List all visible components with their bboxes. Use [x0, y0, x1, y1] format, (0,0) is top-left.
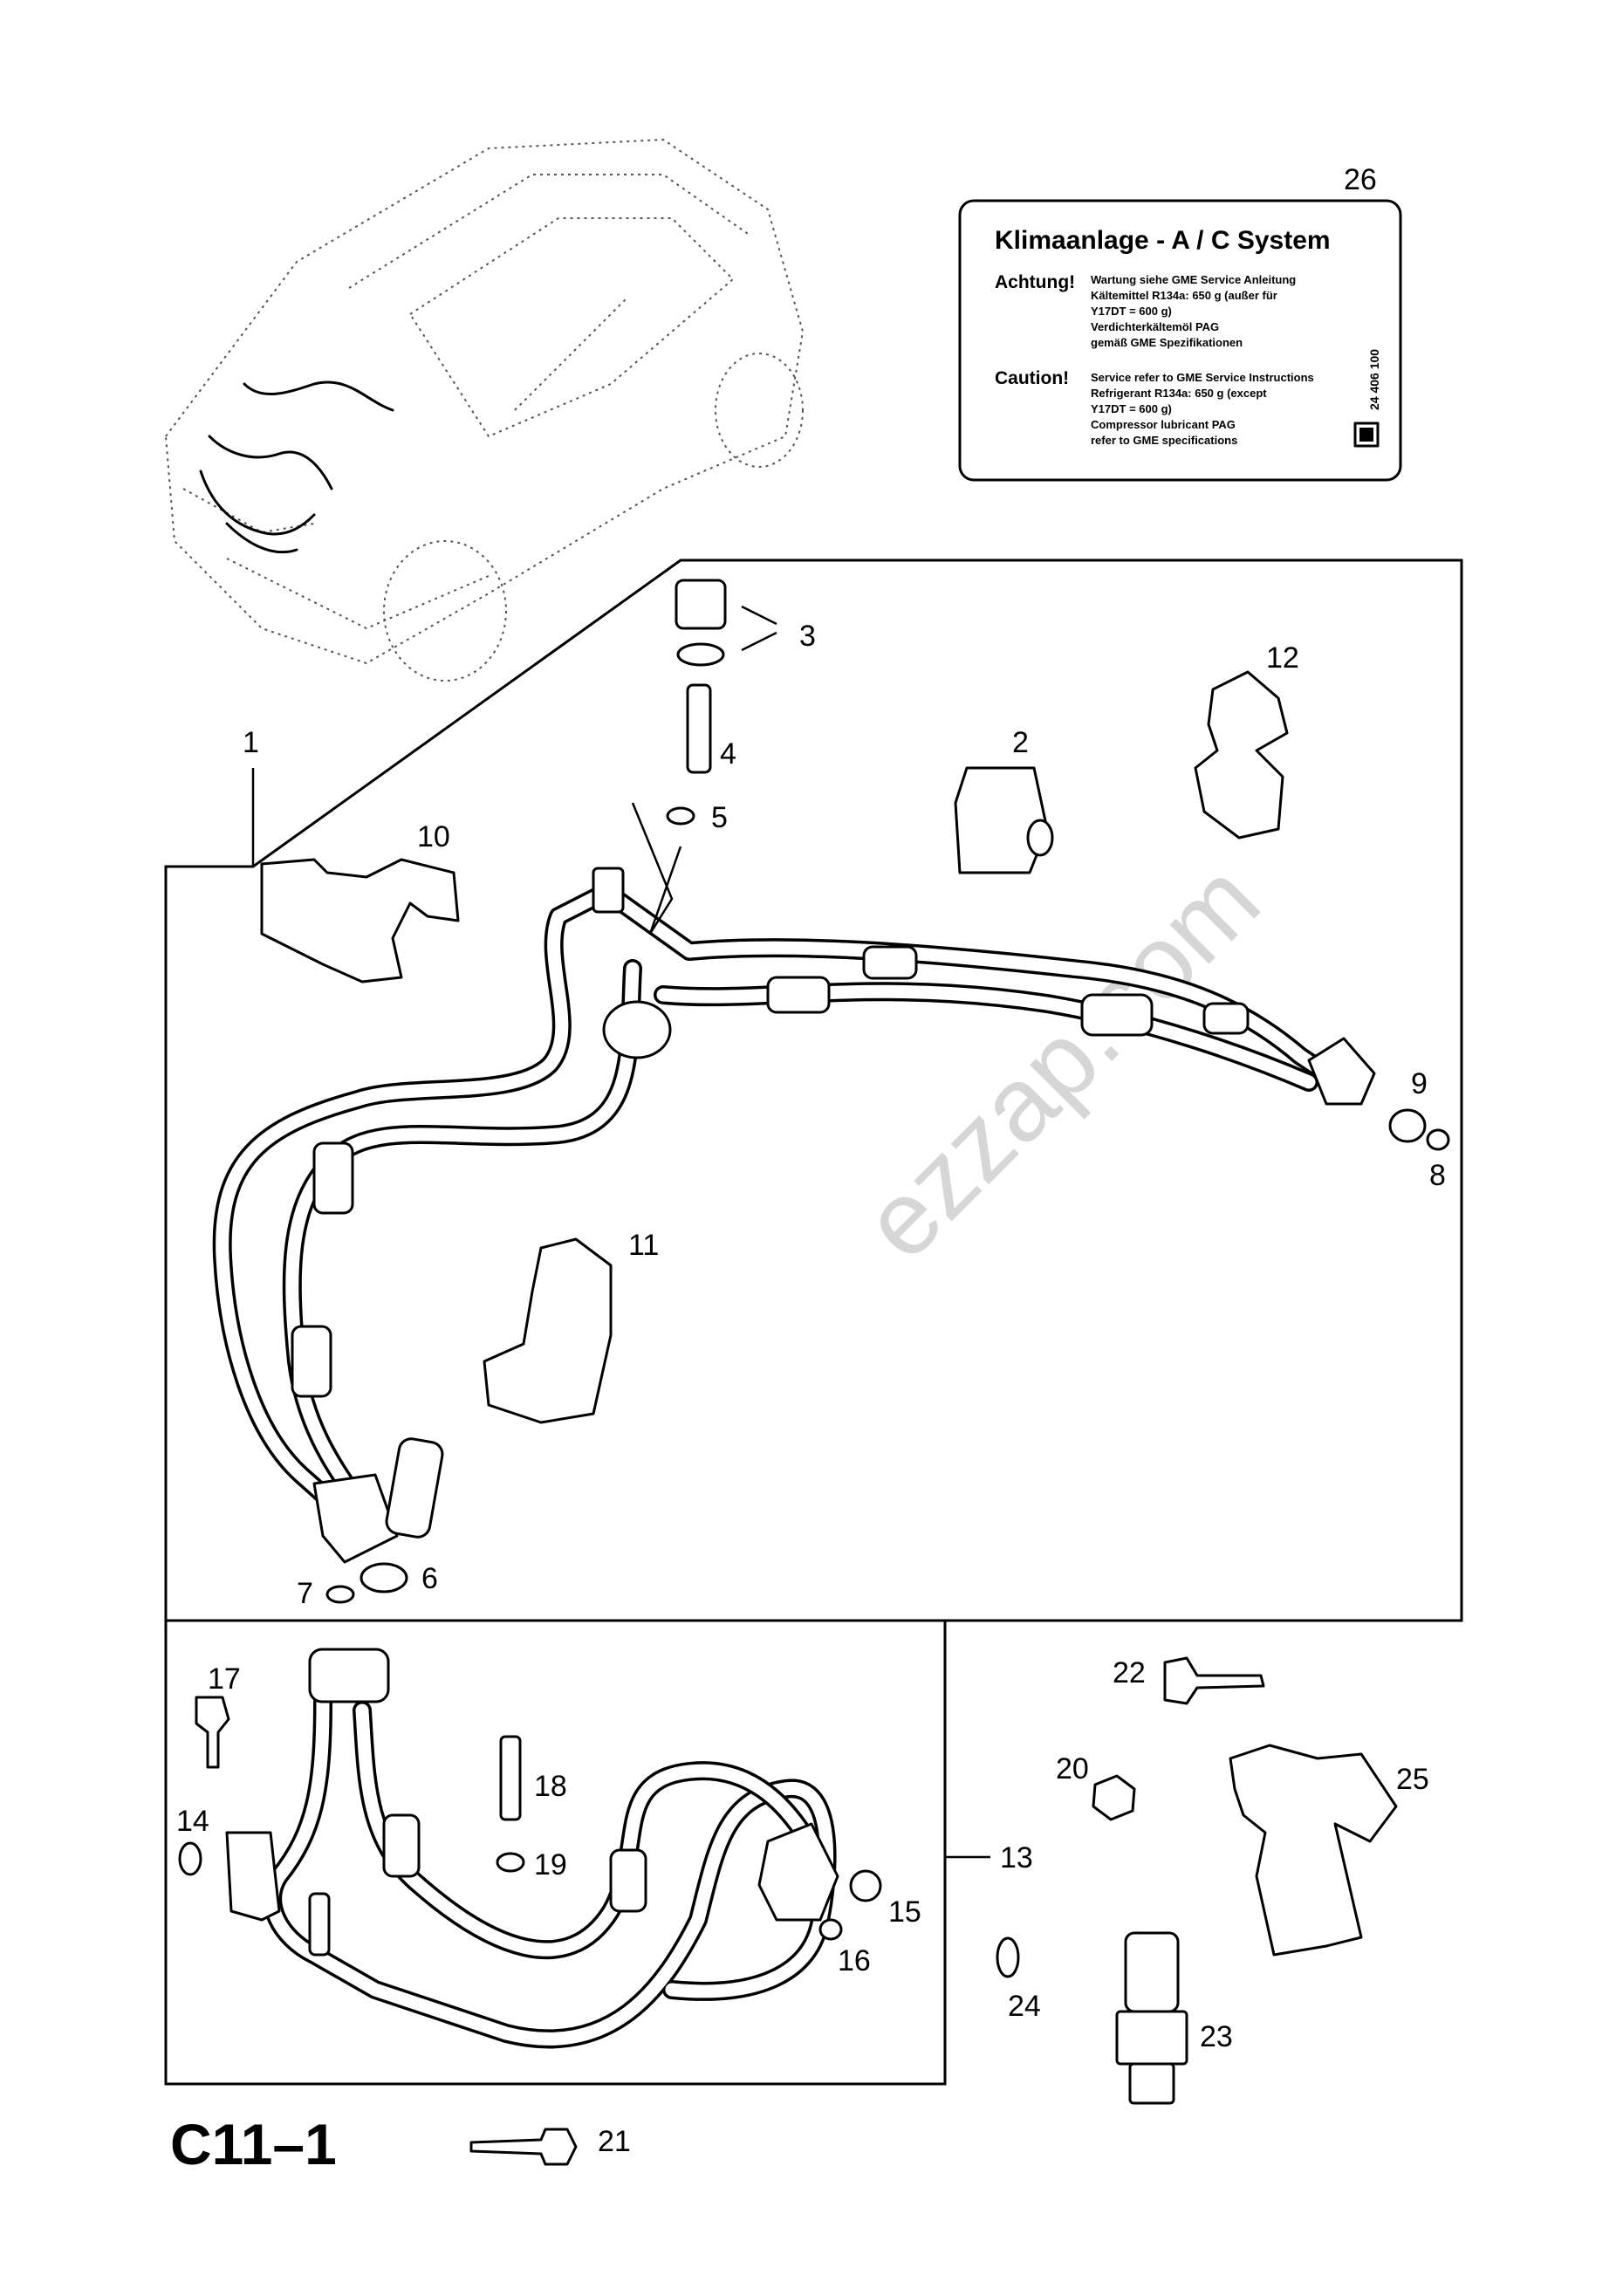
- hose-13-right-block: [757, 1822, 839, 1922]
- callout-20: 20: [1056, 1752, 1089, 1785]
- part-12-clip: [1194, 670, 1289, 840]
- watermark: ezzap.com: [841, 840, 1282, 1281]
- part-20-nut: [1092, 1774, 1136, 1821]
- label-card-logo-mark: [1359, 428, 1373, 442]
- part-18-valve-core: [499, 1735, 522, 1821]
- callout-10: 10: [417, 820, 450, 853]
- part-24-o-ring: [996, 1936, 1020, 1978]
- part-7-seal: [325, 1585, 355, 1604]
- callout-24: 24: [1008, 1990, 1041, 2023]
- part-14-o-ring: [178, 1841, 202, 1876]
- part-9-seal: [1388, 1108, 1427, 1143]
- part-23-pressure-switch: [1115, 1931, 1188, 2105]
- part-8-seal: [1426, 1128, 1450, 1151]
- label-card-border: [958, 199, 1402, 482]
- part-15-seal: [849, 1869, 882, 1902]
- callout-15: 15: [888, 1895, 921, 1929]
- label-card-line: gemäß GME Spezifikationen: [1091, 336, 1243, 349]
- part-11-clip: [483, 1237, 613, 1424]
- part-21-bolt: [469, 2128, 578, 2166]
- part-2-bracket: [954, 766, 1049, 874]
- label-card-line: refer to GME specifications: [1091, 434, 1237, 447]
- label-card-heading-english: Caution!: [995, 368, 1069, 388]
- hose-end-block-left: [312, 1473, 399, 1564]
- label-card-part-code: 24 406 100: [1367, 349, 1381, 410]
- ac-hose-assembly-13: [225, 1648, 839, 2049]
- part-22-bolt: [1163, 1656, 1265, 1705]
- callout-19: 19: [534, 1848, 567, 1881]
- callout-13: 13: [1000, 1841, 1033, 1874]
- callout-16: 16: [838, 1944, 871, 1977]
- ac-hose-assembly-main: [212, 867, 1376, 1564]
- callout-11: 11: [628, 1229, 659, 1262]
- part-19-seal: [496, 1852, 525, 1873]
- refrigerant-label-card: Klimaanlage - A / C System Achtung! Wart…: [958, 199, 1402, 482]
- callout-21: 21: [598, 2125, 631, 2158]
- group-13-frame: [164, 1621, 947, 2086]
- callout-25: 25: [1396, 1763, 1429, 1796]
- diagram-code: C11–1: [170, 2112, 337, 2176]
- part-5-seal: [666, 806, 695, 826]
- car-outline-illustration: [165, 139, 804, 682]
- hose-13-left-block: [225, 1831, 281, 1922]
- label-card-line: Service refer to GME Service Instruction…: [1091, 371, 1314, 384]
- callout-18: 18: [534, 1770, 567, 1803]
- part-16-seal: [818, 1918, 843, 1941]
- callout-9: 9: [1411, 1067, 1428, 1100]
- part-3-cap: [675, 579, 727, 630]
- label-card-line: Refrigerant R134a: 650 g (except: [1091, 387, 1267, 400]
- service-port-fitting: [592, 867, 625, 914]
- callout-12: 12: [1266, 641, 1299, 675]
- callout-17: 17: [208, 1662, 241, 1696]
- callout-22: 22: [1113, 1656, 1146, 1689]
- callout-6: 6: [421, 1562, 438, 1595]
- label-card-logo-box: [1353, 422, 1380, 448]
- part-25-bracket: [1229, 1744, 1398, 1957]
- label-card-line: Compressor lubricant PAG: [1091, 418, 1236, 431]
- label-card-line: Wartung siehe GME Service Anleitung: [1091, 273, 1296, 286]
- label-card-line: Y17DT = 600 g): [1091, 305, 1172, 318]
- part-6-seal: [360, 1562, 408, 1593]
- callout-14: 14: [176, 1805, 209, 1838]
- label-card-line: Verdichterkältemöl PAG: [1091, 320, 1219, 333]
- callout-8: 8: [1429, 1159, 1446, 1192]
- label-card-heading-german: Achtung!: [995, 272, 1075, 292]
- part-3-seal: [676, 642, 725, 667]
- callout-2: 2: [1012, 726, 1029, 759]
- label-card-line: Y17DT = 600 g): [1091, 402, 1172, 415]
- callout-23: 23: [1200, 2020, 1233, 2053]
- hose-end-block-right: [1307, 1037, 1376, 1106]
- callout-4: 4: [720, 737, 736, 771]
- part-10-clip: [260, 858, 460, 984]
- grommet: [602, 1000, 672, 1059]
- callout-26: 26: [1344, 163, 1377, 196]
- label-card-line: Kältemittel R134a: 650 g (außer für: [1091, 289, 1277, 302]
- part-17-bolt: [195, 1696, 230, 1769]
- label-card-title: Klimaanlage - A / C System: [995, 226, 1331, 255]
- part-4-valve-core: [686, 683, 712, 774]
- callout-7: 7: [297, 1577, 313, 1610]
- callout-3: 3: [799, 620, 816, 653]
- hose-13-upper-fitting: [308, 1648, 390, 1703]
- callout-5: 5: [711, 801, 728, 834]
- callout-1: 1: [243, 726, 259, 759]
